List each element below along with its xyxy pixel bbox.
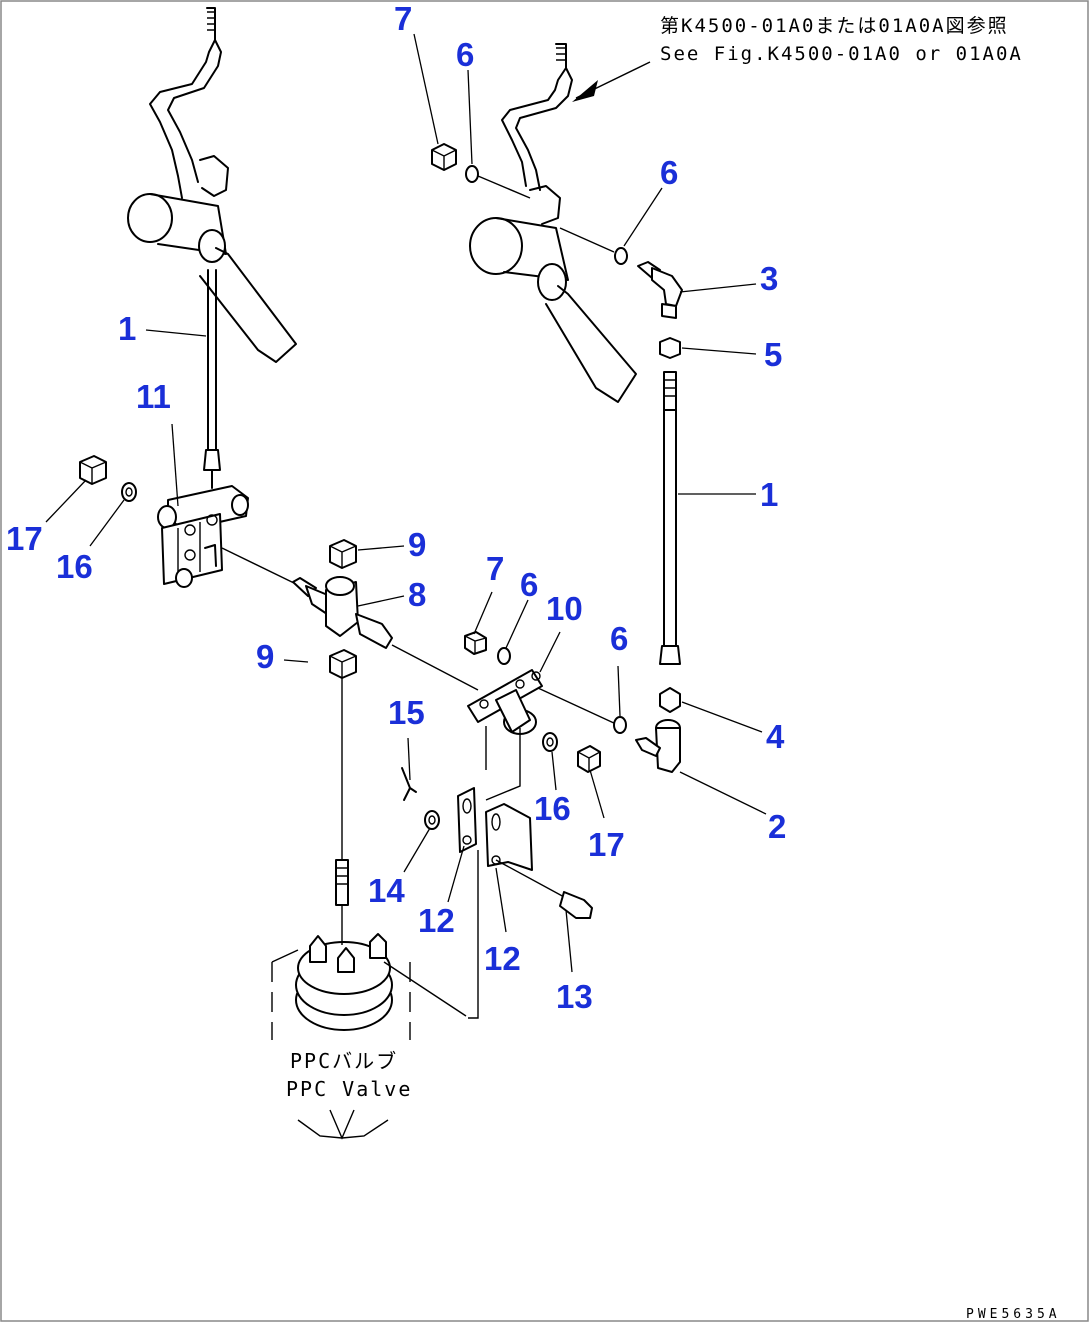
- callout-10: 10: [546, 590, 583, 627]
- callout-1-left: 1: [118, 310, 136, 347]
- bracket-10: [467, 669, 617, 735]
- washer-14: [424, 810, 440, 830]
- left-control-lever: [127, 7, 297, 363]
- callout-16-mid: 16: [534, 790, 571, 827]
- callout-6-mid: 6: [520, 566, 538, 603]
- callout-1-right: 1: [760, 476, 778, 513]
- callout-8: 8: [408, 576, 426, 613]
- callout-7-top: 7: [394, 0, 412, 37]
- callout-17-mid: 17: [588, 826, 625, 863]
- ppc-valve: [271, 905, 411, 1140]
- callout-2: 2: [768, 808, 786, 845]
- nut-9-lower: [329, 649, 357, 679]
- callout-6-mid-right: 6: [610, 620, 628, 657]
- callout-16-left: 16: [56, 548, 93, 585]
- callout-9-upper: 9: [408, 526, 426, 563]
- cross-rod: [221, 547, 479, 691]
- reference-arrow: [572, 61, 651, 102]
- right-control-lever: [469, 43, 637, 403]
- cotter-pin-15: [401, 767, 417, 801]
- callout-9-lower: 9: [256, 638, 274, 675]
- washer-6-mid-right: [613, 716, 627, 734]
- nut-17-left: [79, 455, 107, 485]
- joint-8: [292, 576, 393, 649]
- callout-12-right: 12: [484, 940, 521, 977]
- washer-16-left: [121, 482, 137, 502]
- leader-lines: [45, 33, 767, 973]
- callout-13: 13: [556, 978, 593, 1015]
- callout-7-mid: 7: [486, 550, 504, 587]
- nut-7-top: [431, 143, 457, 171]
- left-bracket-11: [157, 485, 249, 588]
- callout-4: 4: [766, 718, 785, 755]
- washer-6-top: [465, 165, 531, 199]
- nut-9-upper: [329, 539, 357, 569]
- elbow-joint-3: [637, 261, 683, 319]
- callout-6-top: 6: [456, 36, 474, 73]
- washer-6-mid: [497, 647, 511, 665]
- callout-12-left: 12: [418, 902, 455, 939]
- callout-6-upper-right: 6: [660, 154, 678, 191]
- nut-17-mid: [577, 745, 601, 773]
- callout-3: 3: [760, 260, 778, 297]
- valve-label-japanese: PPCバルブ: [290, 1049, 398, 1073]
- reference-note-japanese: 第K4500-01A0または01A0A図参照: [660, 15, 1009, 37]
- callout-11: 11: [136, 378, 171, 415]
- nut-4: [659, 687, 681, 713]
- left-rod: [203, 269, 221, 489]
- washer-6-upper-right: [559, 227, 628, 265]
- washer-16-mid: [542, 732, 558, 752]
- callout-14: 14: [368, 872, 405, 909]
- nut-5: [659, 337, 681, 359]
- callout-17-left: 17: [6, 520, 43, 557]
- callout-15: 15: [388, 694, 425, 731]
- callout-5: 5: [764, 336, 782, 373]
- lower-rod: [335, 678, 349, 906]
- nut-7-mid: [464, 631, 487, 655]
- plates-12: [383, 726, 533, 1019]
- right-rod-1: [659, 371, 681, 665]
- reference-note-english: See Fig.K4500-01A0 or 01A0A: [660, 43, 1023, 65]
- valve-label-english: PPC Valve: [286, 1077, 412, 1101]
- bolt-13: [495, 859, 593, 919]
- ball-joint-2: [635, 719, 681, 773]
- drawing-code: PWE5635A: [966, 1307, 1061, 1322]
- part-callouts: 7 6 6 3 5 1 11 1 17 16 9 8 7 6 10 6 9 15…: [6, 0, 786, 1015]
